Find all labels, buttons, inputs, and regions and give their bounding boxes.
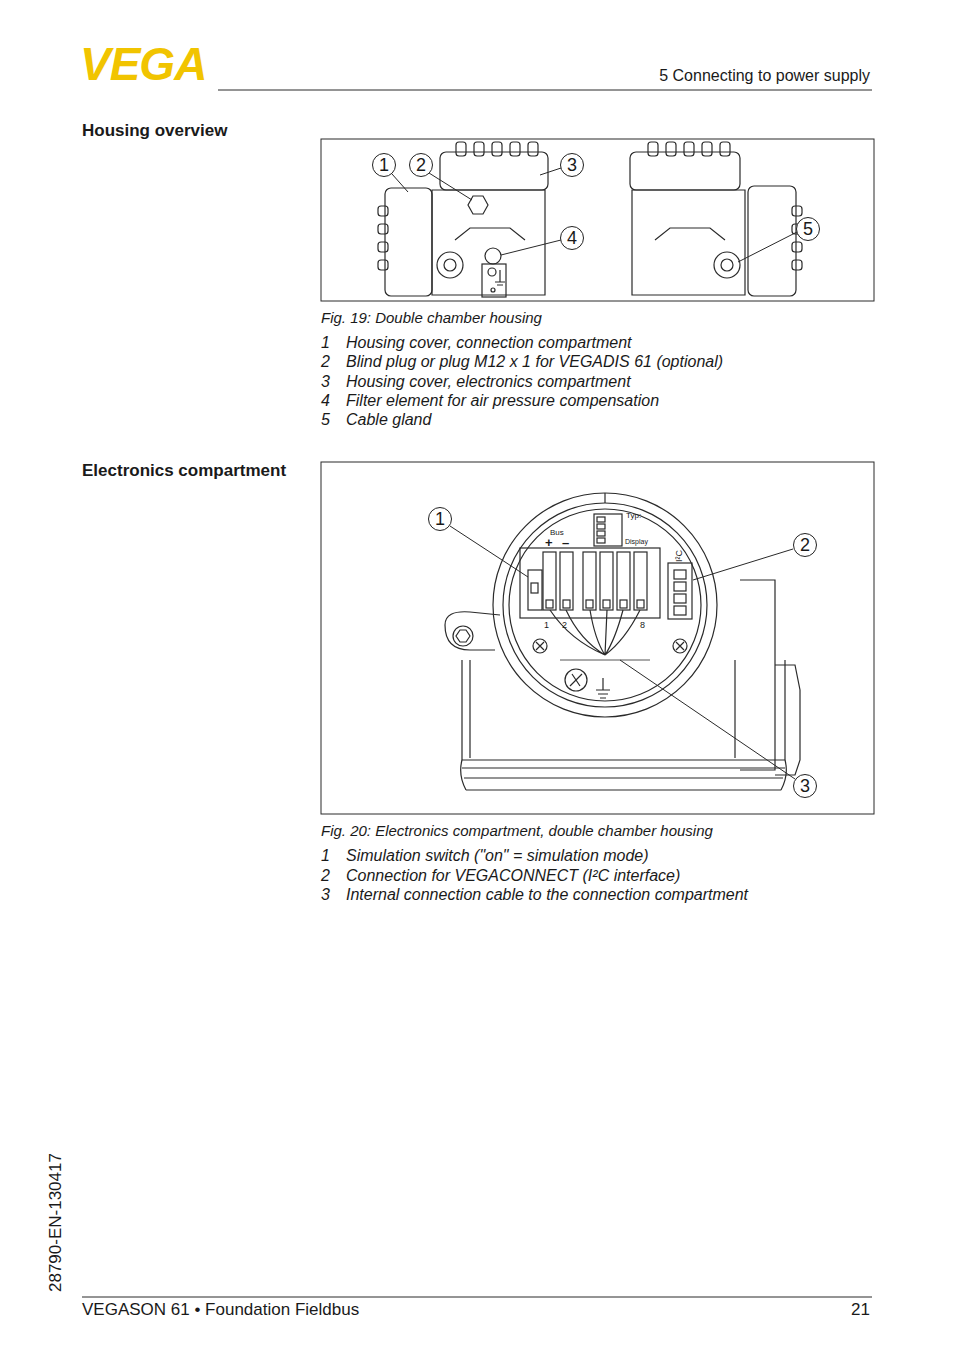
running-header: 5 Connecting to power supply [659, 67, 870, 85]
terminal-label: Display [625, 538, 648, 546]
terminal-label: 8 [640, 620, 645, 630]
callout-text: 2 [416, 156, 426, 174]
terminal-label: Typ: [626, 511, 641, 520]
callout-number: 1 [428, 507, 452, 531]
figure-caption: Fig. 19: Double chamber housing [321, 309, 542, 326]
list-text: Simulation switch ("on" = simulation mod… [346, 847, 649, 865]
header-rule [218, 90, 872, 91]
callout-text: 3 [567, 156, 577, 174]
callout-number: 1 [372, 153, 396, 177]
callout-number: 2 [793, 533, 817, 557]
callout-text: 4 [567, 229, 577, 247]
list-text: Housing cover, connection compartment [346, 334, 631, 352]
logo: VEGA [80, 38, 206, 91]
list-number: 2 [321, 353, 330, 371]
electronics-compartment-drawing [445, 493, 800, 790]
callout-text: 3 [800, 777, 810, 795]
figure-caption: Fig. 20: Electronics compartment, double… [321, 822, 713, 839]
document-number: 28790-EN-130417 [46, 1153, 66, 1292]
callout-number: 4 [560, 226, 584, 250]
terminal-label: 1 [544, 620, 549, 630]
terminal-label: I²C [674, 550, 684, 562]
list-number: 3 [321, 373, 330, 391]
callout-text: 1 [435, 510, 445, 528]
list-number: 3 [321, 886, 330, 904]
list-text: Connection for VEGACONNECT (I²C interfac… [346, 867, 680, 885]
callout-number: 3 [793, 774, 817, 798]
list-text: Internal connection cable to the connect… [346, 886, 748, 904]
section-heading: Housing overview [82, 121, 227, 141]
terminal-label: 2 [562, 620, 567, 630]
list-number: 1 [321, 334, 330, 352]
callout-number: 2 [409, 153, 433, 177]
list-text: Housing cover, electronics compartment [346, 373, 631, 391]
list-text: Cable gland [346, 411, 431, 429]
figure-frame [321, 139, 874, 301]
callout-number: 3 [560, 153, 584, 177]
callout-text: 1 [379, 156, 389, 174]
list-text: Blind plug or plug M12 x 1 for VEGADIS 6… [346, 353, 723, 371]
list-number: 4 [321, 392, 330, 410]
housing-left-drawing [378, 142, 548, 297]
list-number: 1 [321, 847, 330, 865]
list-number: 2 [321, 867, 330, 885]
section-heading: Electronics compartment [82, 461, 286, 481]
footer-text: VEGASON 61 • Foundation Fieldbus [82, 1300, 359, 1320]
list-number: 5 [321, 411, 330, 429]
leader-lines [450, 526, 795, 779]
terminal-label: – [562, 536, 569, 551]
footer-rule [82, 1297, 872, 1298]
list-text: Filter element for air pressure compensa… [346, 392, 659, 410]
page-number: 21 [851, 1300, 870, 1320]
callout-number: 5 [796, 217, 820, 241]
callout-text: 5 [803, 220, 813, 238]
housing-right-drawing [630, 142, 802, 296]
terminal-label: + [545, 536, 553, 551]
figure-frame [321, 462, 874, 814]
leader-lines [392, 168, 797, 262]
callout-text: 2 [800, 536, 810, 554]
